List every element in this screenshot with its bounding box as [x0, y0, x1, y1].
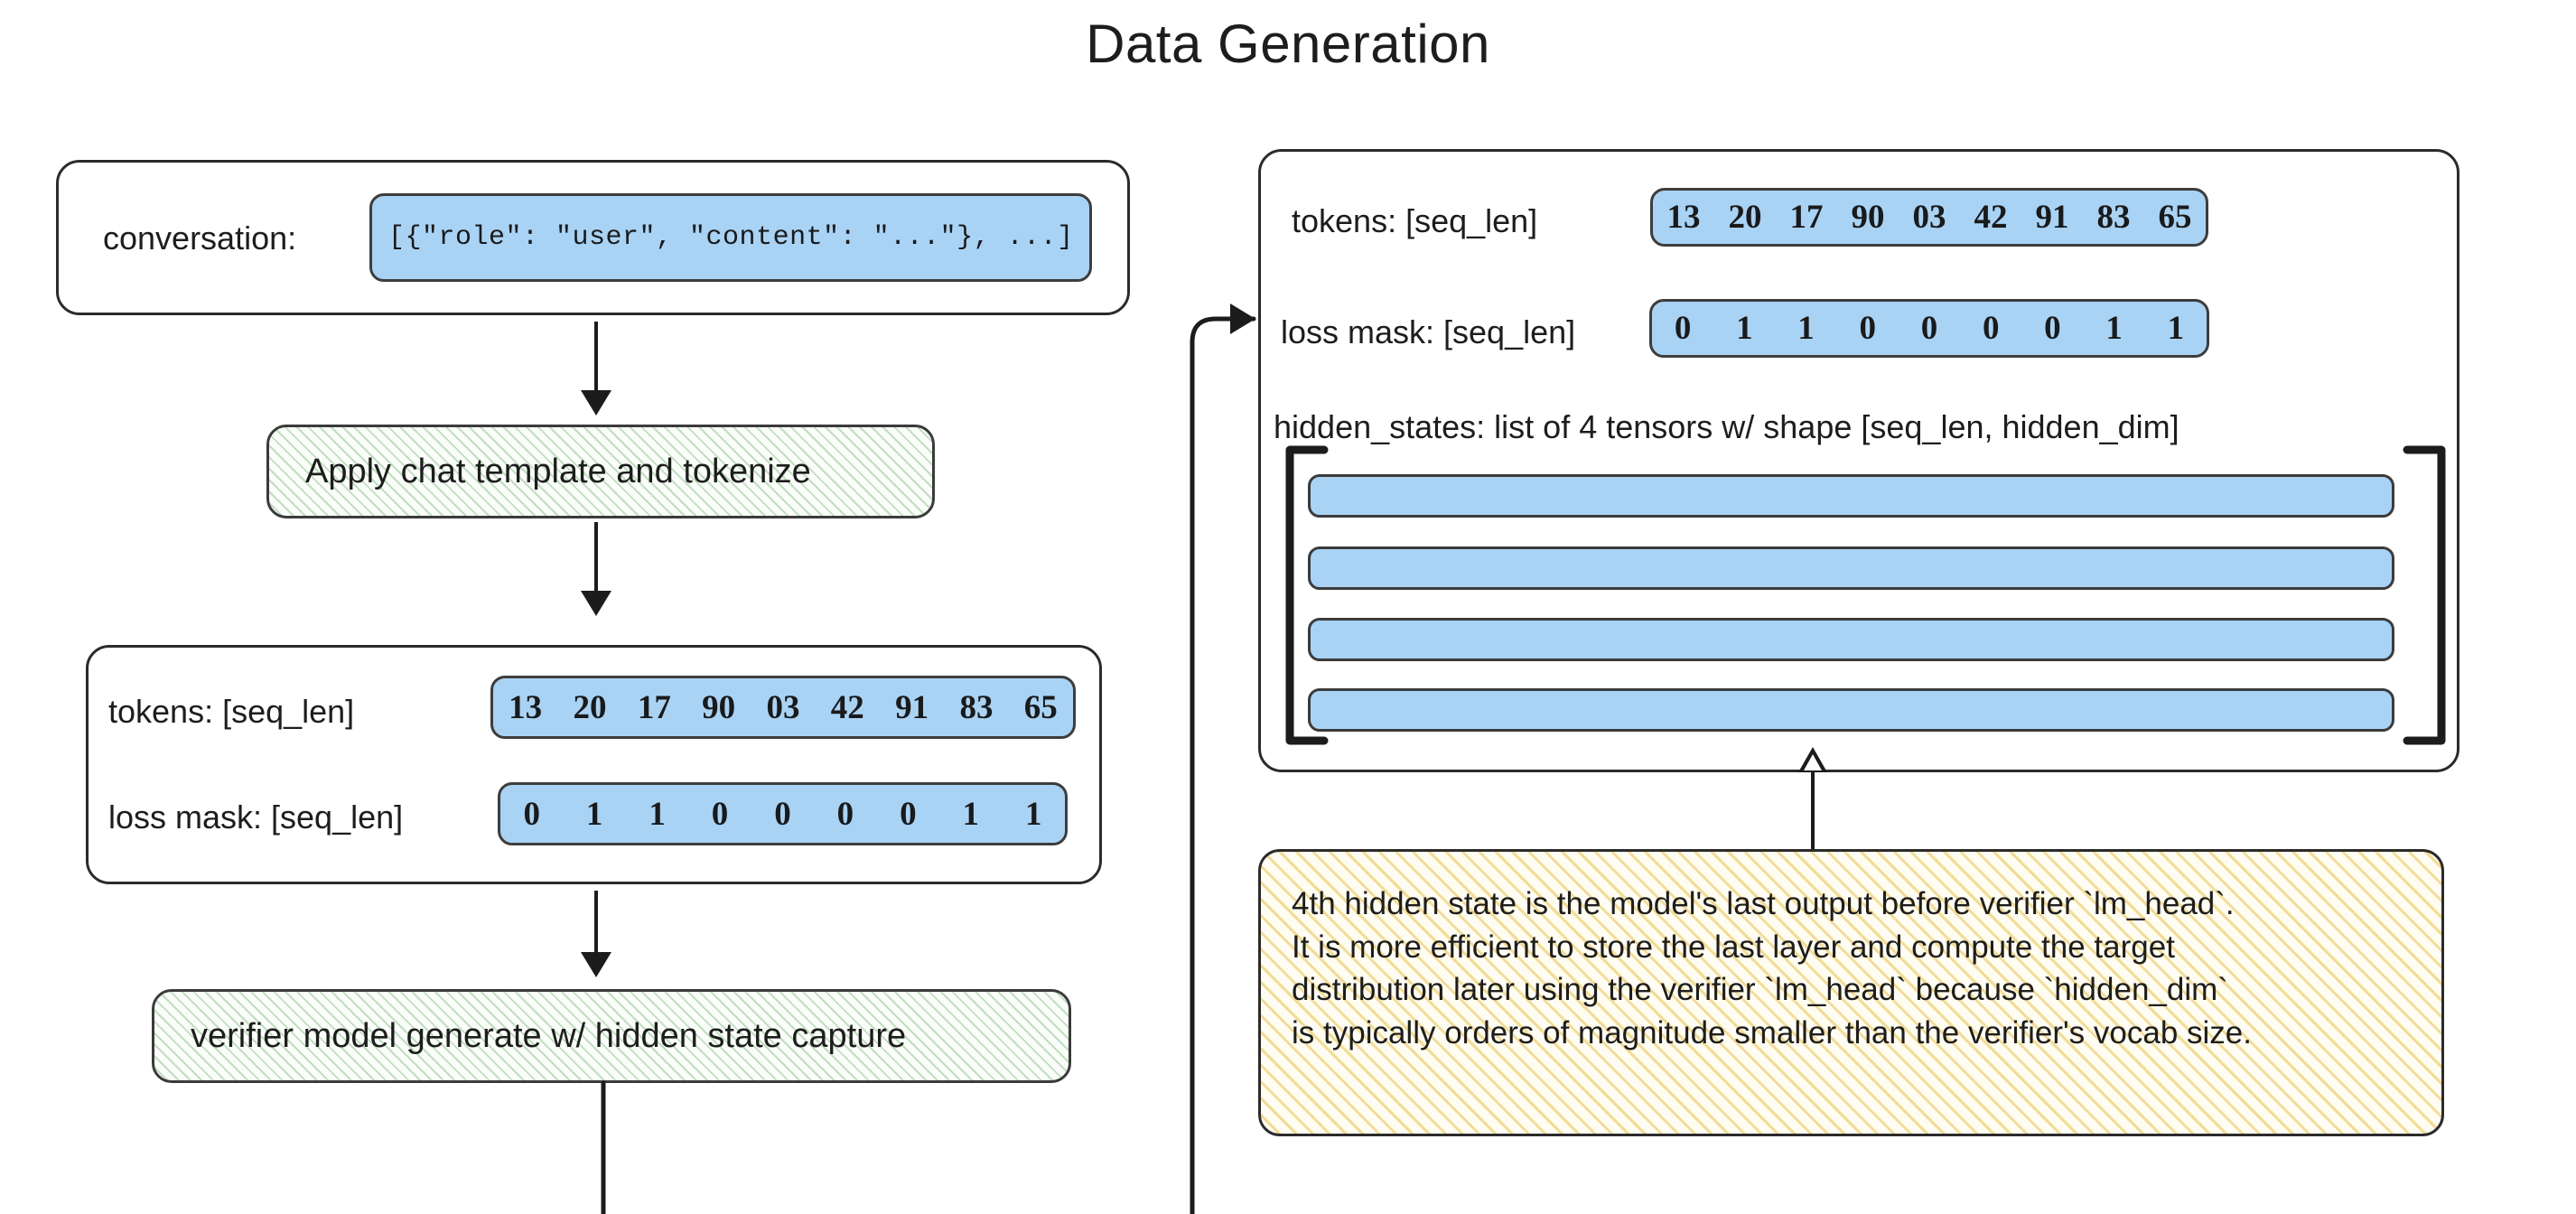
mask-cell: 1 — [649, 795, 666, 833]
connector-tokenize-to-tokens — [594, 522, 598, 598]
token-cell: 13 — [1666, 199, 1701, 236]
mask-cell: 0 — [2044, 310, 2061, 347]
tokens-values-chip: 13 20 17 90 03 42 91 83 65 — [490, 676, 1076, 739]
mask-cell: 0 — [900, 795, 917, 833]
connector-tokens-to-generate — [594, 891, 598, 959]
tokens-values-row: 13 20 17 90 03 42 91 83 65 — [493, 688, 1073, 727]
token-cell: 83 — [2096, 199, 2131, 236]
token-cell: 90 — [702, 688, 736, 726]
arrowhead-down-3 — [581, 952, 611, 977]
hidden-state-bar — [1308, 546, 2394, 590]
token-cell: 42 — [1974, 199, 2008, 236]
token-cell: 03 — [766, 688, 800, 726]
token-cell: 03 — [1912, 199, 1946, 236]
conversation-value: [{"role": "user", "content": "..."}, ...… — [388, 222, 1074, 253]
page-title: Data Generation — [1086, 14, 1490, 74]
output-tokens-values-row: 13 20 17 90 03 42 91 83 65 — [1653, 198, 2206, 237]
output-tokens-values-chip: 13 20 17 90 03 42 91 83 65 — [1650, 188, 2208, 247]
arrowhead-right-to-output — [1230, 304, 1255, 334]
mask-cell: 1 — [1024, 795, 1042, 833]
step-verifier-generate-label: verifier model generate w/ hidden state … — [191, 1016, 907, 1055]
loss-mask-label: loss mask: [seq_len] — [108, 798, 404, 836]
mask-cell: 1 — [1736, 310, 1753, 347]
output-loss-mask-values-row: 0 1 1 0 0 0 0 1 1 — [1652, 309, 2207, 348]
mask-cell: 1 — [2167, 310, 2185, 347]
step-apply-chat-template[interactable]: Apply chat template and tokenize — [266, 425, 935, 518]
mask-cell: 0 — [711, 795, 729, 833]
mask-cell: 1 — [585, 795, 603, 833]
hidden-state-bar — [1308, 474, 2394, 518]
hidden-states-label: hidden_states: list of 4 tensors w/ shap… — [1274, 408, 2179, 445]
token-cell: 91 — [2035, 199, 2069, 236]
hidden-state-bar — [1308, 618, 2394, 661]
arrowhead-down-1 — [581, 390, 611, 416]
mask-cell: 0 — [1674, 310, 1692, 347]
token-cell: 65 — [2158, 199, 2192, 236]
token-cell: 20 — [573, 688, 607, 726]
mask-cell: 1 — [2105, 310, 2123, 347]
explanation-note-text: 4th hidden state is the model's last out… — [1292, 886, 2252, 1051]
token-cell: 17 — [1789, 199, 1824, 236]
tokens-label: tokens: [seq_len] — [108, 693, 355, 730]
mask-cell: 0 — [523, 795, 540, 833]
token-cell: 90 — [1851, 199, 1885, 236]
output-tokens-label: tokens: [seq_len] — [1292, 202, 1538, 239]
explanation-note: 4th hidden state is the model's last out… — [1258, 849, 2444, 1136]
token-cell: 17 — [637, 688, 671, 726]
step-verifier-generate[interactable]: verifier model generate w/ hidden state … — [152, 989, 1071, 1083]
mask-cell: 0 — [1859, 310, 1877, 347]
mask-cell: 0 — [836, 795, 854, 833]
arrowhead-down-2 — [581, 591, 611, 616]
token-cell: 13 — [509, 688, 543, 726]
token-cell: 65 — [1023, 688, 1058, 726]
step-apply-chat-template-label: Apply chat template and tokenize — [305, 452, 811, 490]
arrowhead-up-hollow — [1798, 747, 1827, 772]
output-loss-mask-values-chip: 0 1 1 0 0 0 0 1 1 — [1649, 299, 2209, 358]
mask-cell: 0 — [1982, 310, 2000, 347]
token-cell: 20 — [1728, 199, 1762, 236]
conversation-value-chip: [{"role": "user", "content": "..."}, ...… — [369, 193, 1092, 282]
mask-cell: 0 — [1920, 310, 1938, 347]
mask-cell: 1 — [1797, 310, 1815, 347]
connector-conversation-to-tokenize — [594, 322, 598, 397]
connector-note-to-hidden-states — [1811, 772, 1815, 849]
output-panel — [1258, 149, 2459, 772]
mask-cell: 0 — [774, 795, 791, 833]
token-cell: 42 — [830, 688, 864, 726]
loss-mask-values-row: 0 1 1 0 0 0 0 1 1 — [500, 795, 1065, 834]
token-cell: 83 — [959, 688, 994, 726]
conversation-label: conversation: — [103, 219, 297, 257]
connector-generate-to-output — [601, 316, 1256, 1214]
mask-cell: 1 — [962, 795, 980, 833]
loss-mask-values-chip: 0 1 1 0 0 0 0 1 1 — [498, 782, 1068, 845]
token-cell: 91 — [895, 688, 929, 726]
hidden-state-bar — [1308, 688, 2394, 732]
output-loss-mask-label: loss mask: [seq_len] — [1281, 313, 1576, 350]
